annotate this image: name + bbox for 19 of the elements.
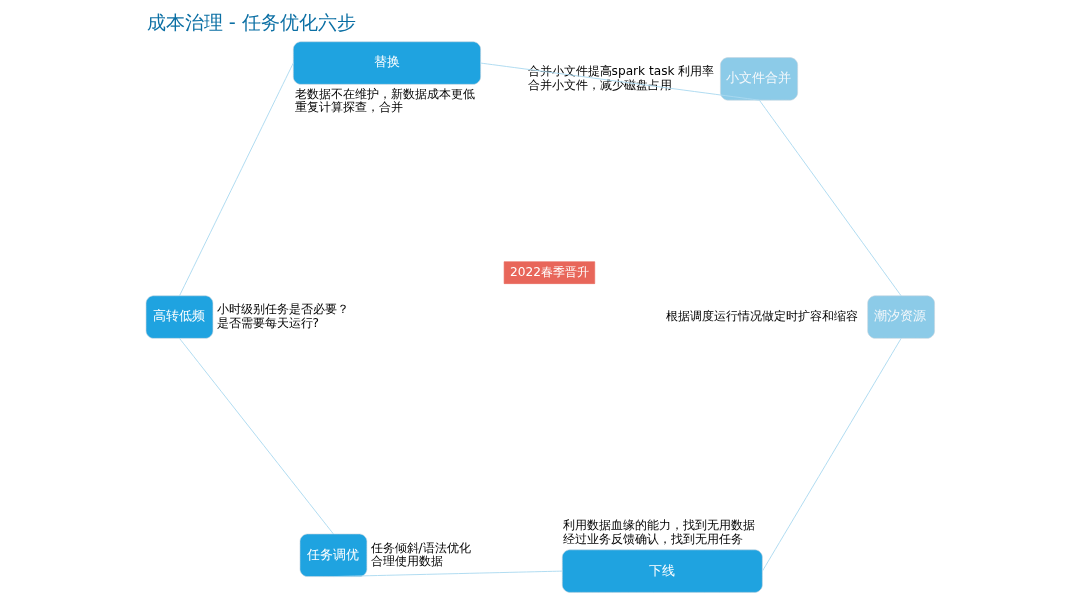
node-label: 任务倾斜/语法优化 <box>370 540 471 555</box>
node-label: 是否需要每天运行? <box>216 315 320 330</box>
node-label: 合并小文件，减少磁盘占用 <box>527 77 672 92</box>
diagram-title: 成本治理 - 任务优化六步 <box>146 10 356 34</box>
connector <box>480 62 760 101</box>
connector <box>758 99 902 297</box>
node-label: 重复计算探查，合并 <box>294 100 403 115</box>
label: 2022春季晋升 <box>509 264 589 279</box>
connector <box>179 337 334 535</box>
node-label: 经过业务反馈确认，找到无用任务 <box>563 531 744 546</box>
node-label: 合理使用数据 <box>370 554 443 569</box>
node-label: 利用数据血缘的能力，找到无用数据 <box>563 518 756 533</box>
node-label: 合并小文件提高spark task 利用率 <box>527 64 715 79</box>
connector <box>761 337 902 572</box>
node-label: 老数据不在维护，新数据成本更低 <box>294 86 475 101</box>
connector <box>179 62 294 297</box>
node-label: 根据调度运行情况做定时扩容和缩容 <box>666 309 859 324</box>
connector <box>333 570 563 578</box>
node-label: 小时级别任务是否必要？ <box>216 302 349 317</box>
